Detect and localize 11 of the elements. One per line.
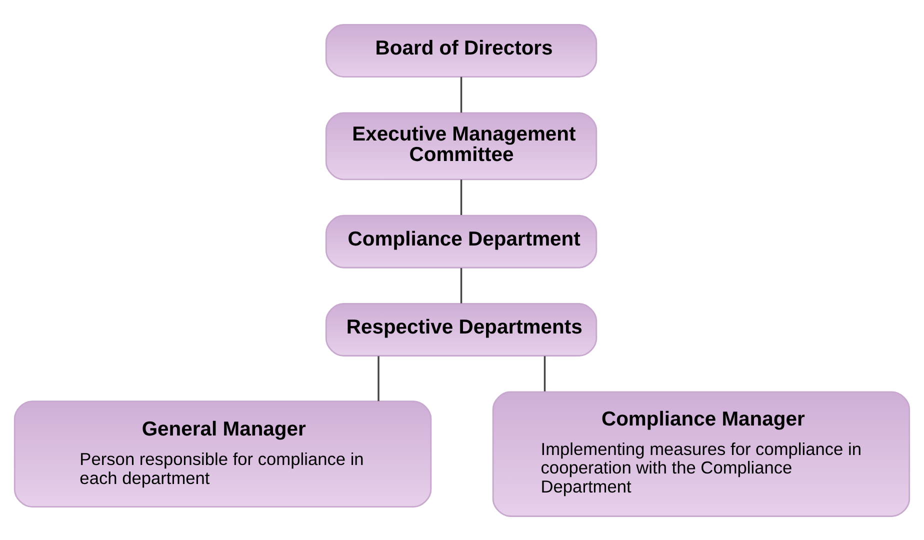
node-box: General Manager Person responsible for compliance in each department — [14, 400, 432, 508]
connector — [460, 76, 462, 112]
connector — [460, 268, 462, 303]
node-box: Executive Management Committee — [325, 112, 598, 180]
connector — [544, 356, 546, 391]
connector — [460, 179, 462, 214]
node-box: Board of Directors — [325, 24, 598, 78]
node-box: Respective Departments — [325, 302, 598, 356]
node-box: Compliance Manager Implementing measures for compliance in cooperation with the Compliance Department — [492, 390, 910, 516]
connector — [378, 356, 380, 401]
node-box: Compliance Department — [325, 214, 598, 268]
